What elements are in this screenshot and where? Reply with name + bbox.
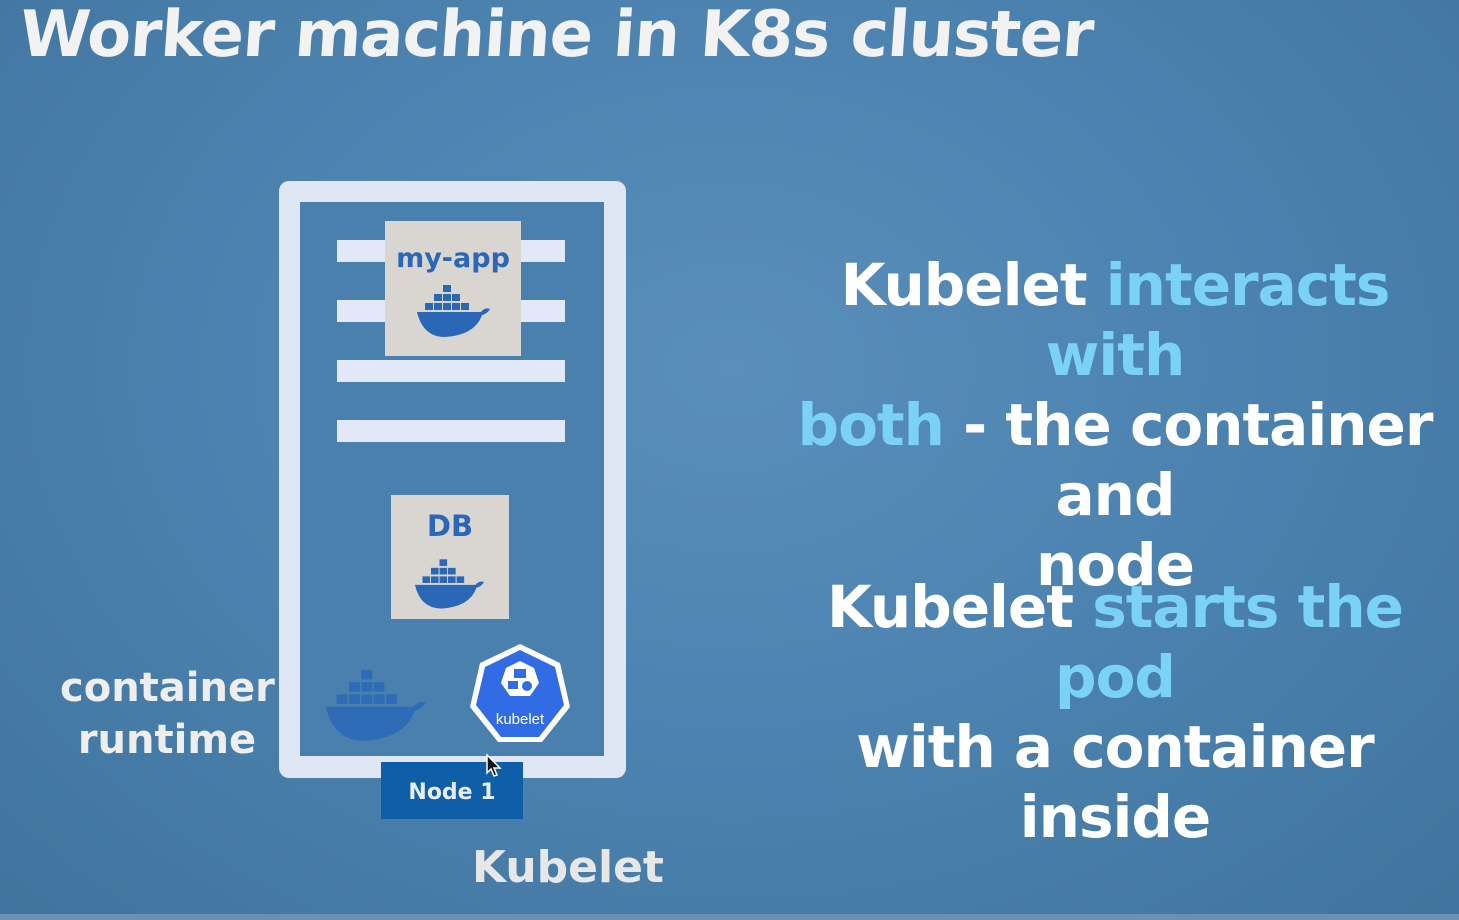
statement-text: Kubelet — [840, 251, 1106, 319]
statement-highlight: interacts with — [1045, 251, 1391, 389]
container-label: my-app — [396, 243, 510, 274]
runtime-label-line2: runtime — [77, 717, 257, 763]
statement-highlight: starts the pod — [1055, 573, 1404, 711]
statement-text: Kubelet — [826, 573, 1093, 641]
container-runtime-label: container runtime — [60, 662, 275, 766]
my-app-container: my-app — [385, 221, 521, 356]
node-bar — [337, 360, 565, 382]
statement-starts-pod: Kubelet starts the pod with a container … — [780, 572, 1450, 852]
node-bar — [337, 420, 565, 442]
docker-whale-icon — [325, 669, 426, 741]
kubelet-caption: Kubelet — [472, 842, 664, 893]
statement-text: - the container and — [943, 391, 1433, 529]
docker-whale-icon — [417, 285, 490, 337]
divider — [0, 914, 1459, 920]
mouse-cursor-icon — [486, 753, 502, 777]
statement-interacts: Kubelet interacts with both - the contai… — [780, 250, 1450, 600]
kubelet-icon: kubelet — [467, 641, 573, 747]
container-label: DB — [426, 509, 474, 543]
docker-whale-icon — [414, 559, 485, 609]
runtime-label-line1: container — [60, 665, 275, 711]
statement-text: node — [1036, 531, 1195, 599]
statement-highlight: both — [797, 391, 945, 459]
db-container: DB — [391, 495, 509, 619]
page-title: Worker machine in K8s cluster — [17, 0, 1096, 72]
node-label: Node 1 — [381, 762, 523, 819]
kubelet-icon-label: kubelet — [495, 711, 545, 728]
statement-text: with a container inside — [856, 713, 1375, 851]
